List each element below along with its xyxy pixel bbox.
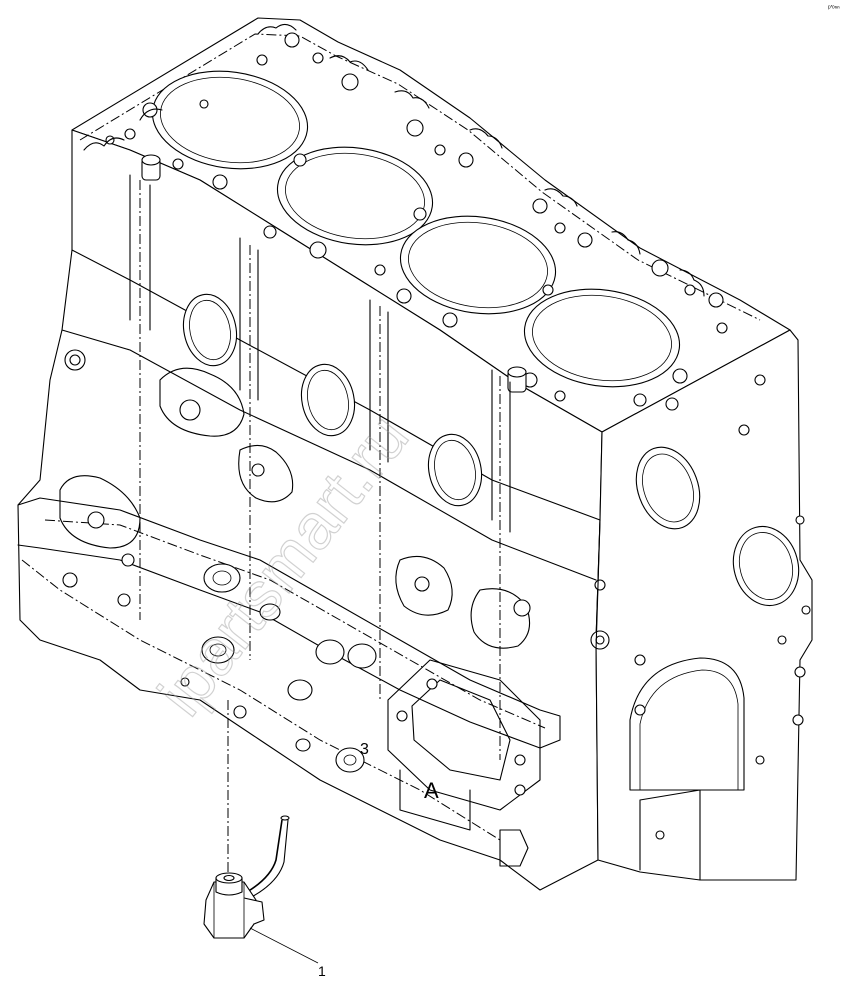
balance-shaft-bore xyxy=(732,525,800,607)
dowel-pins xyxy=(141,154,527,393)
oil-pan-flange xyxy=(17,497,561,749)
side-openings xyxy=(182,293,483,507)
lower-phantom-line xyxy=(21,559,501,841)
cylinder-bore-4 xyxy=(523,288,681,388)
crankshaft-bore xyxy=(629,657,745,791)
cylinder-bore-3 xyxy=(399,215,557,315)
casting-number-mark: 3 xyxy=(360,741,369,758)
cylinder-bore-2 xyxy=(276,146,434,246)
gasket-outline xyxy=(83,23,705,297)
mounting-bosses xyxy=(59,349,610,773)
callout-leader-line xyxy=(249,927,319,964)
side-phantom-line xyxy=(44,519,546,729)
corner-mark: ᵖ'ᵒⁿⁿ xyxy=(828,5,840,12)
deck-phantom-line xyxy=(79,33,761,321)
casting-letter-mark: A xyxy=(424,778,439,803)
rear-face-features xyxy=(594,374,811,881)
oil-filter-mount xyxy=(387,659,541,831)
callout-label-1: 1 xyxy=(318,963,326,979)
front-side-face xyxy=(17,129,603,891)
engine-block: A 3 xyxy=(17,17,813,891)
front-face-ribs xyxy=(61,174,601,760)
oil-pressure-sensor xyxy=(203,700,290,939)
bottom-end-lug xyxy=(499,829,529,867)
